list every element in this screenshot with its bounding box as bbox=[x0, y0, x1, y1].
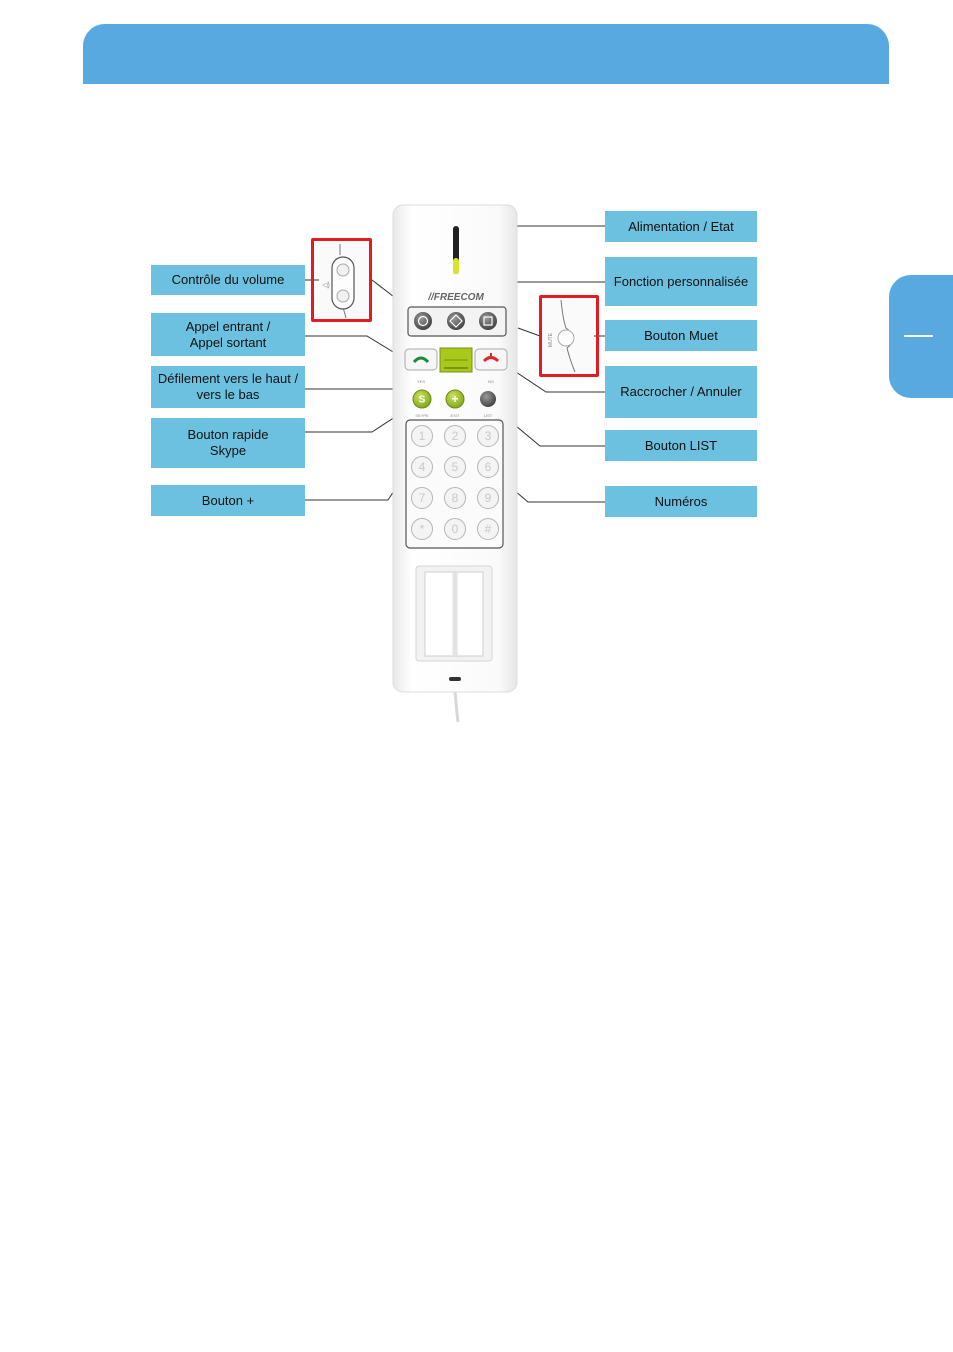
callout-volume: Contrôle du volume bbox=[151, 265, 305, 295]
callout-custom: Fonction personnalisée bbox=[605, 257, 757, 306]
keypad: 1 2 3 4 5 6 7 8 9 * 0 # bbox=[411, 425, 499, 540]
keypad-key-label: 3 bbox=[485, 429, 492, 443]
leader-mute-device bbox=[517, 327, 541, 337]
svg-text:SKYPE: SKYPE bbox=[415, 413, 429, 418]
keypad-key-label: 7 bbox=[419, 491, 426, 505]
usb-cable bbox=[453, 689, 460, 723]
keypad-key-label: 1 bbox=[419, 429, 426, 443]
keypad-key[interactable] bbox=[411, 487, 433, 509]
keypad-key-label: # bbox=[485, 522, 492, 536]
keypad-key[interactable] bbox=[444, 425, 466, 447]
keypad-key[interactable] bbox=[411, 425, 433, 447]
keypad-key[interactable] bbox=[444, 456, 466, 478]
skype-button bbox=[412, 389, 432, 409]
brand-logo: //FREECOM bbox=[427, 292, 484, 303]
svg-text:NO: NO bbox=[488, 379, 494, 384]
callout-hangup: Raccrocher / Annuler bbox=[605, 366, 757, 418]
keypad-key[interactable] bbox=[444, 487, 466, 509]
callout-skype: Bouton rapide Skype bbox=[151, 418, 305, 468]
header-bar bbox=[83, 24, 889, 84]
keypad-key[interactable] bbox=[477, 518, 499, 540]
skype-icon: S bbox=[419, 395, 426, 406]
mute-highlight-frame bbox=[539, 295, 599, 377]
callout-plus: Bouton + bbox=[151, 485, 305, 516]
leader-call-in-out bbox=[305, 335, 404, 359]
callout-power: Alimentation / Etat bbox=[605, 211, 757, 242]
list-button bbox=[480, 391, 496, 407]
chapter-tab bbox=[889, 275, 953, 398]
microphone-slot bbox=[449, 677, 461, 681]
mute-button bbox=[557, 329, 575, 347]
call-hangup-button bbox=[474, 348, 508, 371]
plus-button bbox=[445, 389, 465, 409]
keypad-key[interactable] bbox=[477, 456, 499, 478]
custom-button-square bbox=[479, 312, 497, 330]
callout-numbers: Numéros bbox=[605, 486, 757, 517]
volume-highlight-frame bbox=[311, 238, 372, 322]
svg-text:LIST: LIST bbox=[484, 413, 493, 418]
keypad-key[interactable] bbox=[411, 518, 433, 540]
keypad-key-label: 9 bbox=[485, 491, 492, 505]
keypad-key[interactable] bbox=[477, 425, 499, 447]
keypad-key[interactable] bbox=[477, 487, 499, 509]
svg-text:EXIT: EXIT bbox=[451, 413, 460, 418]
callout-call-in-out: Appel entrant / Appel sortant bbox=[151, 313, 305, 356]
callout-scroll: Défilement vers le haut / vers le bas bbox=[151, 366, 305, 408]
leader-hangup bbox=[503, 363, 605, 393]
keypad-key-label: * bbox=[420, 522, 425, 536]
keypad-key-label: 8 bbox=[452, 491, 459, 505]
keypad-key-label: 5 bbox=[452, 460, 459, 474]
custom-button-diamond bbox=[447, 312, 465, 330]
keypad-key-label: 0 bbox=[452, 522, 459, 536]
custom-button-circle bbox=[414, 312, 432, 330]
keypad-key[interactable] bbox=[411, 456, 433, 478]
keypad-key-label: 2 bbox=[452, 429, 459, 443]
svg-text:YES: YES bbox=[417, 379, 425, 384]
keypad-key-label: 4 bbox=[419, 460, 426, 474]
plus-icon: + bbox=[451, 392, 458, 406]
keypad-key[interactable] bbox=[444, 518, 466, 540]
callout-list: Bouton LIST bbox=[605, 430, 757, 461]
call-answer-icon bbox=[412, 356, 430, 364]
svg-text:MUTE: MUTE bbox=[548, 332, 554, 347]
keypad-frame bbox=[405, 419, 504, 549]
callout-mute: Bouton Muet bbox=[605, 320, 757, 351]
svg-text:◁): ◁) bbox=[322, 282, 330, 289]
keypad-key-label: 6 bbox=[485, 460, 492, 474]
chapter-tab-line bbox=[904, 335, 933, 337]
